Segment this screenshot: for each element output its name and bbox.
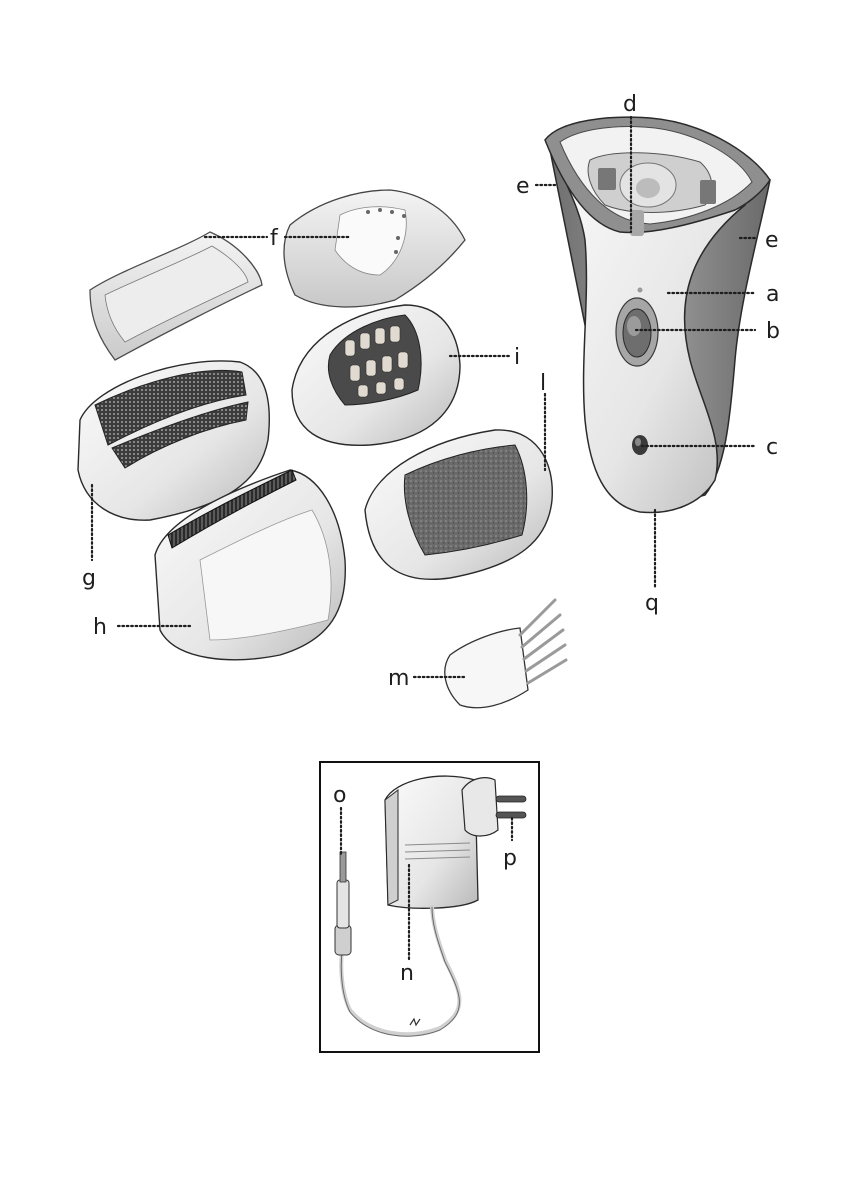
epilator-body xyxy=(545,117,770,512)
label-l: l xyxy=(540,371,546,396)
label-e-left: e xyxy=(516,174,530,199)
label-e-right: e xyxy=(765,228,779,253)
label-h: h xyxy=(93,615,107,640)
label-g: g xyxy=(82,566,96,591)
label-m: m xyxy=(388,666,409,691)
label-f: f xyxy=(270,226,279,251)
label-d: d xyxy=(623,92,637,117)
label-b: b xyxy=(766,319,780,344)
callus-remover-head xyxy=(365,430,552,579)
label-c: c xyxy=(766,435,778,460)
label-n: n xyxy=(400,961,414,986)
label-p: p xyxy=(503,846,517,871)
cap-left xyxy=(90,232,262,360)
label-o: o xyxy=(333,783,346,808)
label-a: a xyxy=(766,282,779,307)
label-q: q xyxy=(645,591,659,616)
cleaning-brush xyxy=(445,600,566,708)
label-i: i xyxy=(514,345,520,370)
epilation-head xyxy=(292,305,460,445)
cap-right xyxy=(284,190,465,307)
